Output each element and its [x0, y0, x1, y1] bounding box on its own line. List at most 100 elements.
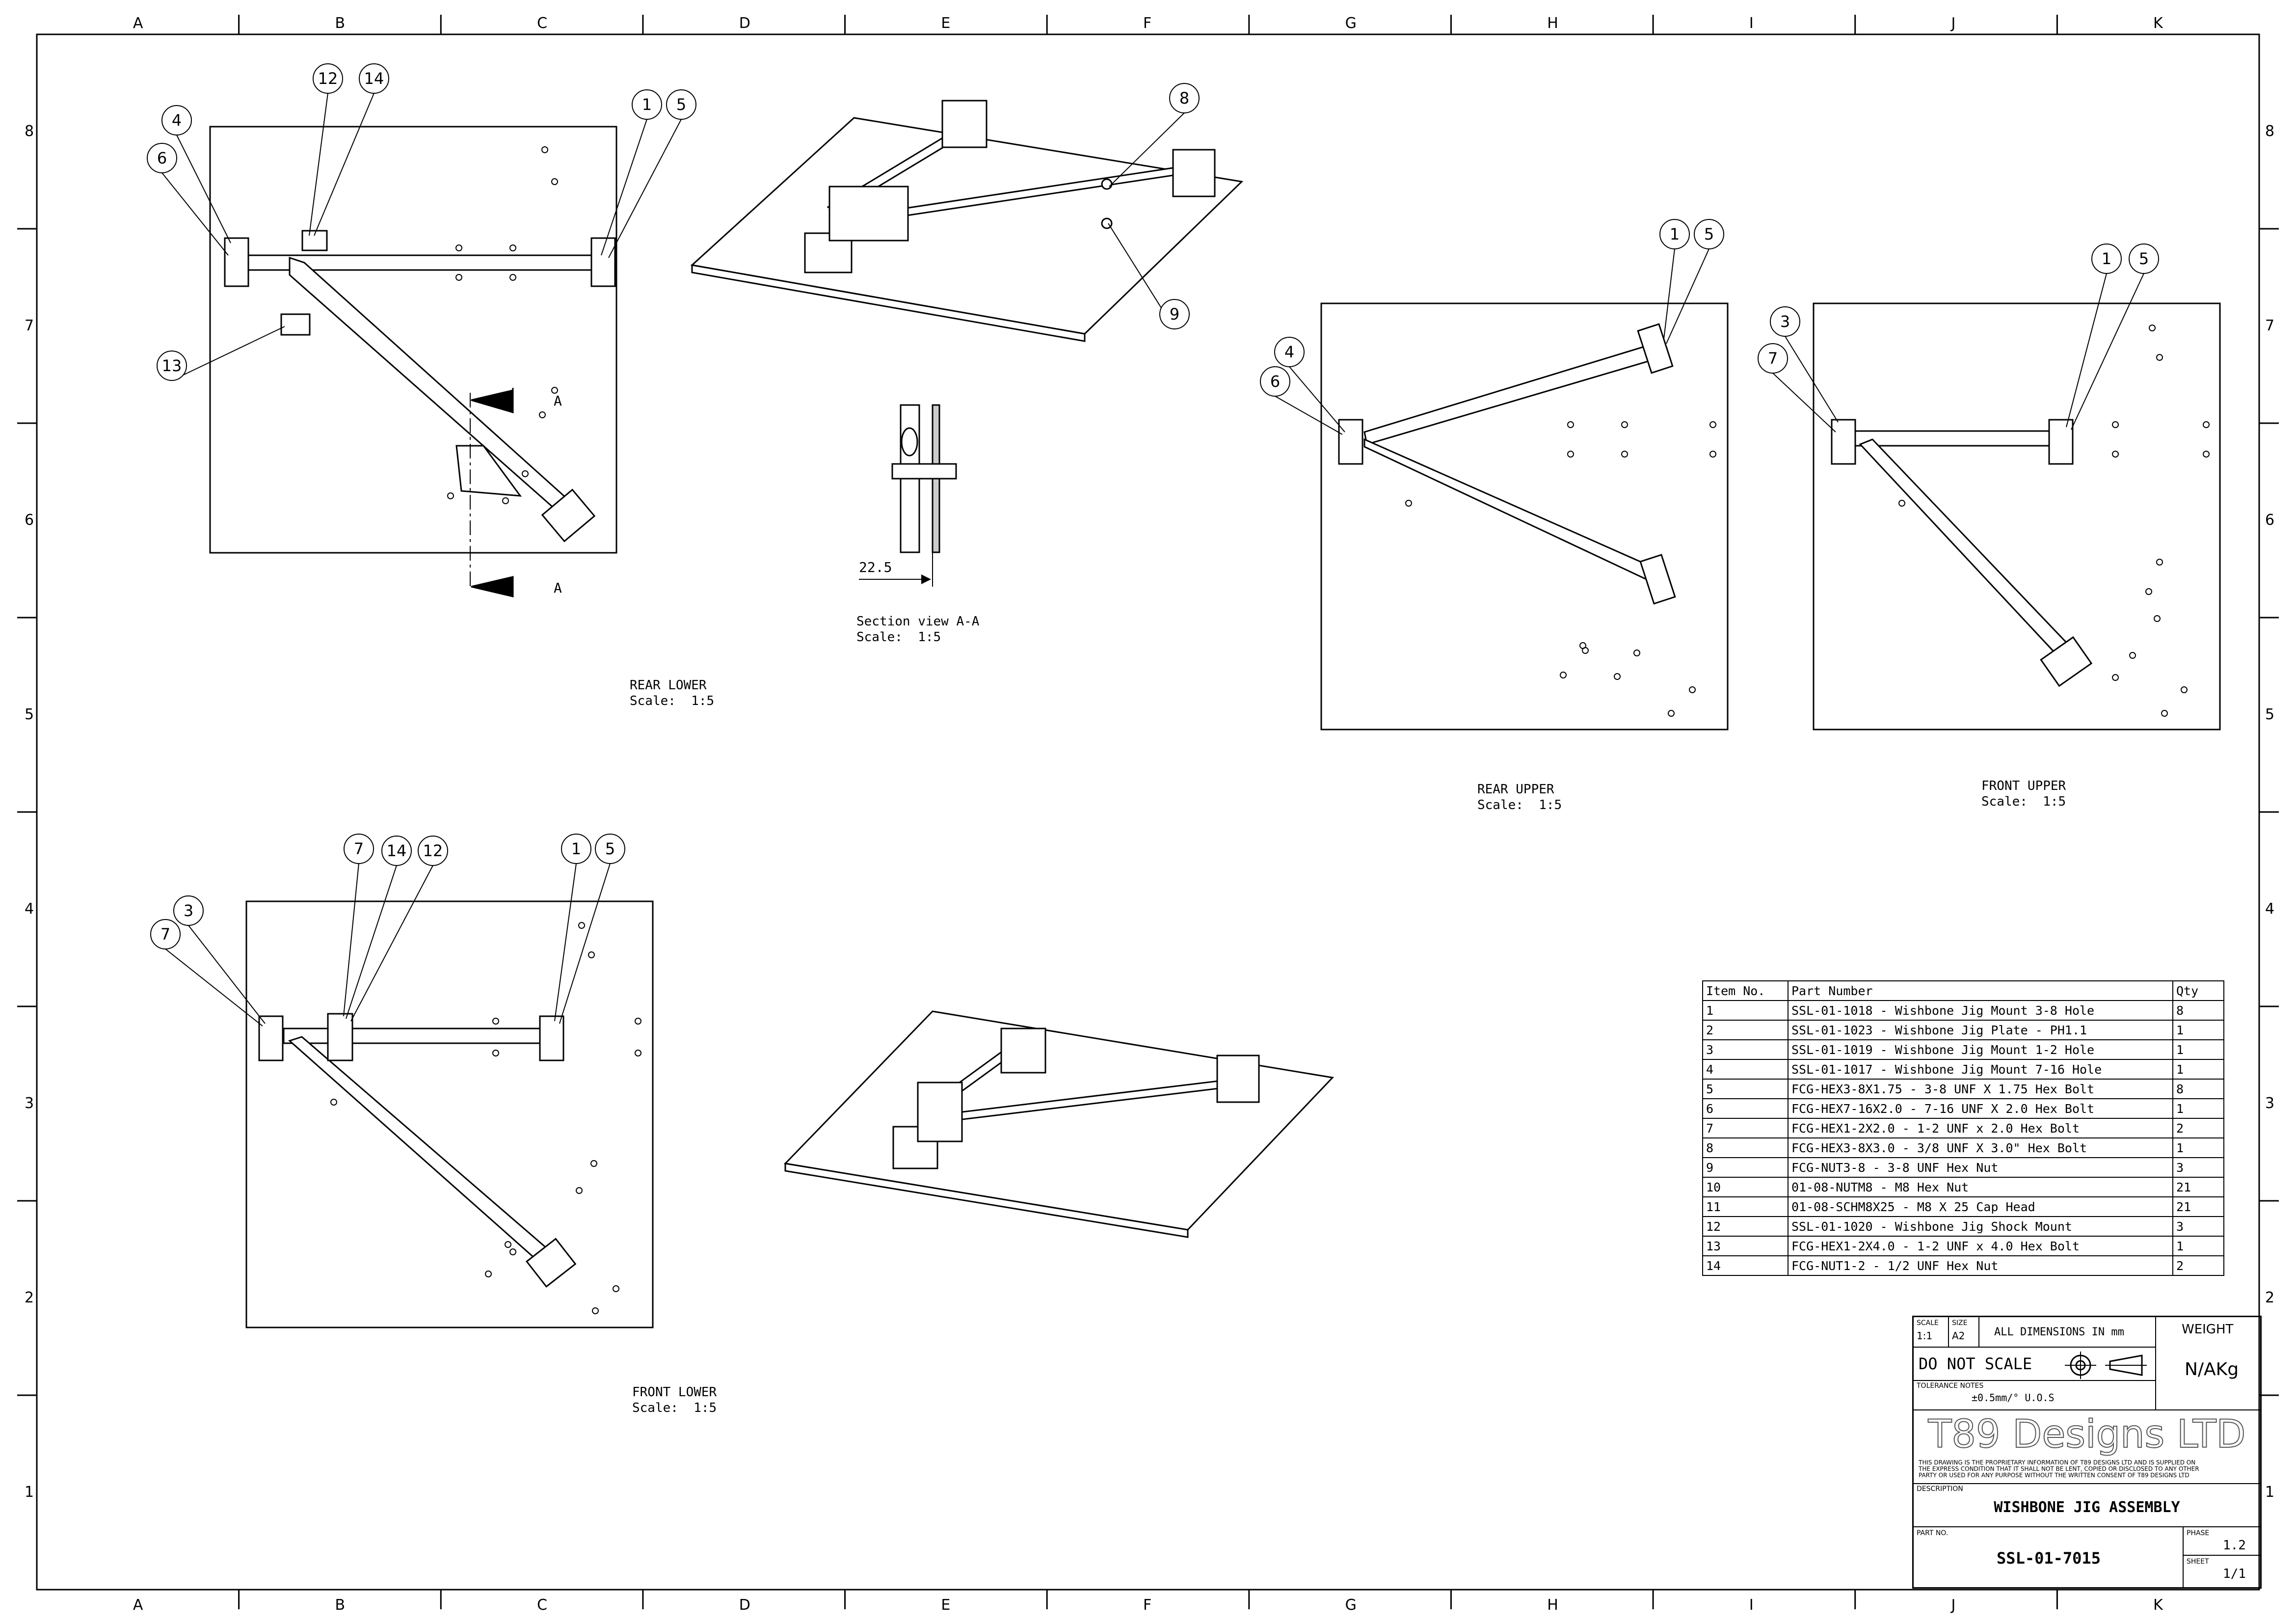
zone-column-label: E: [941, 1597, 951, 1614]
balloon-leader: [314, 93, 374, 236]
front-upper-view: [1813, 302, 2221, 731]
bom-part-number: SSL-01-1020 - Wishbone Jig Shock Mount: [1788, 1216, 2173, 1237]
zone-row-label: 2: [2265, 1289, 2275, 1306]
zone-row-label: 3: [2265, 1095, 2275, 1112]
view-scale: Scale: 1:5: [1981, 794, 2066, 809]
tolerance-label: TOLERANCE NOTES: [1917, 1382, 1984, 1390]
bom-qty: 2: [2172, 1255, 2224, 1276]
zone-column-label: G: [1345, 15, 1357, 32]
item-balloon: [1758, 343, 1788, 374]
balloon-leader: [1289, 366, 1345, 433]
description-value: WISHBONE JIG ASSEMBLY: [1994, 1499, 2180, 1516]
balloon-leader: [188, 925, 266, 1024]
do-not-scale: DO NOT SCALE: [1919, 1354, 2032, 1373]
item-balloon: [561, 834, 591, 864]
zone-column-label: J: [1951, 1597, 1956, 1614]
item-balloon: [150, 919, 181, 949]
rear-lower-view: [209, 126, 617, 597]
section-caption: Section view A-A Scale: 1:5: [856, 614, 979, 645]
zone-column-label: C: [537, 1597, 548, 1614]
divider: [1914, 1380, 2156, 1381]
bom-part-number: FCG-NUT1-2 - 1/2 UNF Hex Nut: [1788, 1255, 2173, 1276]
zone-column-label: B: [335, 15, 346, 32]
bom-item-no: 12: [1702, 1216, 1789, 1237]
phase-label: PHASE: [2187, 1529, 2210, 1537]
balloon-number: 12: [423, 841, 443, 860]
item-balloon: [632, 89, 662, 120]
section-view-a-a: 22.5: [859, 404, 957, 587]
bom-item-no: 11: [1702, 1196, 1789, 1217]
balloon-number: 4: [1284, 343, 1294, 361]
bom-part-number: Part Number: [1788, 980, 2173, 1001]
zone-row-label: 7: [25, 317, 34, 334]
item-balloon: [1260, 366, 1290, 397]
bom-item-no: 8: [1702, 1137, 1789, 1158]
balloon-number: 3: [1780, 312, 1790, 331]
bom-qty: 1: [2172, 1098, 2224, 1119]
section-arrows: A A: [554, 393, 562, 596]
bom-part-number: SSL-01-1018 - Wishbone Jig Mount 3-8 Hol…: [1788, 1000, 2173, 1021]
zone-row-label: 8: [2265, 123, 2275, 140]
weight-cell: WEIGHT N/AKg: [2156, 1317, 2260, 1410]
balloon-number: 1: [642, 95, 652, 114]
bom-qty: 8: [2172, 1079, 2224, 1099]
bom-item-no: 9: [1702, 1157, 1789, 1178]
zone-row-label: 3: [25, 1095, 34, 1112]
zone-column-label: I: [1749, 15, 1754, 32]
balloon-leader: [559, 863, 611, 1024]
bom-item-no: 10: [1702, 1177, 1789, 1197]
item-balloon: [1770, 306, 1800, 337]
tolerance-cell: DO NOT SCALE TOLERANCE NOTES ±0.5mm/° U.…: [1914, 1348, 2156, 1410]
disclaimer-line-1: THIS DRAWING IS THE PROPRIETARY INFORMAT…: [1919, 1459, 2196, 1466]
scale-cell: SCALE 1:1: [1914, 1317, 1949, 1348]
bom-qty: 21: [2172, 1196, 2224, 1217]
rear-upper-caption: REAR UPPER Scale: 1:5: [1477, 782, 1562, 813]
balloon-leader: [346, 865, 397, 1019]
bom-item-no: Item No.: [1702, 980, 1789, 1001]
item-balloon: [147, 143, 177, 173]
bom-item-no: 2: [1702, 1020, 1789, 1040]
bom-part-number: 01-08-NUTM8 - M8 Hex Nut: [1788, 1177, 2173, 1197]
zone-column-label: I: [1749, 1597, 1754, 1614]
item-balloon: [666, 89, 696, 120]
item-balloon: [1169, 83, 1200, 113]
view-name: REAR LOWER: [630, 678, 707, 693]
view-name: REAR UPPER: [1477, 782, 1554, 797]
view-name: FRONT UPPER: [1981, 779, 2066, 793]
balloon-number: 5: [676, 95, 686, 114]
bom-item-no: 1: [1702, 1000, 1789, 1021]
zone-row-label: 5: [2265, 706, 2275, 723]
size-label: SIZE: [1952, 1319, 1968, 1327]
sheet-value: 1/1: [2223, 1567, 2246, 1581]
zone-row-label: 6: [2265, 512, 2275, 529]
item-balloon: [595, 834, 625, 864]
item-balloon: [313, 63, 343, 94]
zone-column-label: E: [941, 15, 951, 32]
zone-column-label: C: [537, 15, 548, 32]
zone-row-label: 8: [25, 123, 34, 140]
bom-qty: 1: [2172, 1137, 2224, 1158]
title-block: SCALE 1:1 SIZE A2 ALL DIMENSIONS IN mm W…: [1912, 1316, 2262, 1589]
bom-part-number: FCG-HEX3-8X1.75 - 3-8 UNF X 1.75 Hex Bol…: [1788, 1079, 2173, 1099]
view-name: Section view A-A: [856, 614, 980, 629]
zone-row-label: 4: [25, 900, 34, 918]
zone-column-label: J: [1951, 15, 1956, 32]
balloon-leader: [161, 172, 229, 256]
dimensions-note: ALL DIMENSIONS IN mm: [1994, 1326, 2124, 1338]
size-cell: SIZE A2: [1949, 1317, 1979, 1348]
item-balloon: [157, 351, 187, 381]
description-cell: DESCRIPTION WISHBONE JIG ASSEMBLY: [1914, 1484, 2260, 1527]
front-lower-view: [245, 900, 654, 1328]
bom-qty: 8: [2172, 1000, 2224, 1021]
item-balloon: [1694, 219, 1724, 249]
zone-column-label: F: [1143, 1597, 1152, 1614]
balloon-leader: [1109, 112, 1185, 187]
view-scale: Scale: 1:5: [856, 630, 941, 645]
zone-row-label: 2: [25, 1289, 34, 1306]
bom-qty: 3: [2172, 1216, 2224, 1237]
